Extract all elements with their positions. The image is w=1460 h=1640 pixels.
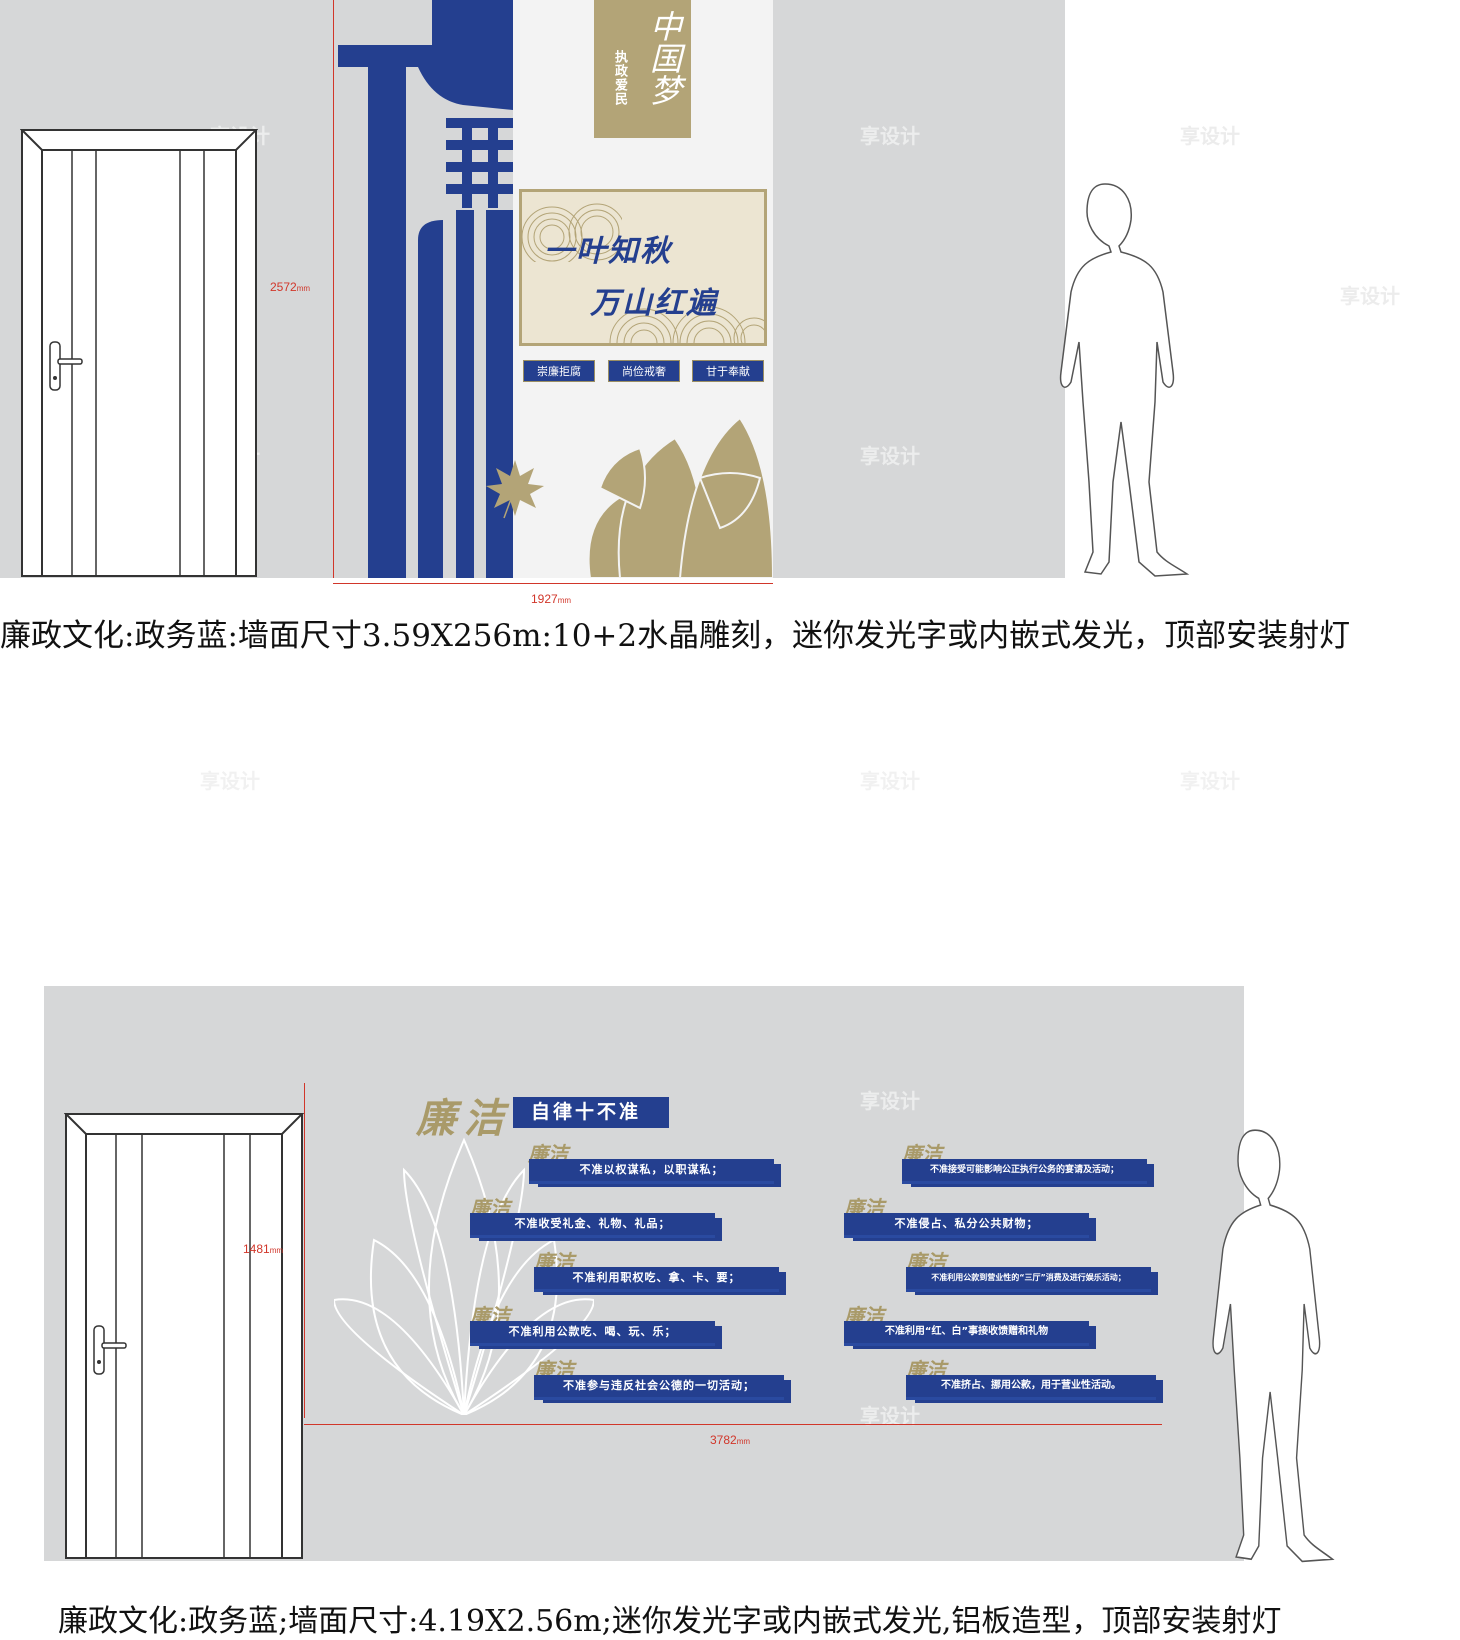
rule-item: 不准以权谋私，以职谋私； (529, 1159, 774, 1184)
watermark: 享设计 (860, 1089, 920, 1113)
watermark: 享设计 (860, 1564, 920, 1588)
badge-subtitle: 执政爱民 (612, 50, 627, 106)
person-silhouette-icon (1059, 183, 1190, 577)
watermark: 享设计 (860, 769, 920, 793)
height-value: 2572 (270, 280, 297, 294)
watermark: 享设计 (860, 124, 920, 148)
height-unit: mm (269, 1246, 284, 1255)
rule-item: 不准参与违反社会公德的一切活动； (534, 1375, 784, 1400)
width-dimension-line (304, 1424, 1162, 1425)
height-dimension: 1481mm (243, 1242, 283, 1256)
width-value: 3782 (710, 1433, 737, 1447)
calligraphy-panel: 一叶知秋 万山红遍 (519, 189, 767, 346)
width-unit: mm (557, 596, 572, 605)
motto-tag: 崇廉拒腐 (523, 360, 595, 382)
chinese-dream-badge: 中国梦 执政爱民 (594, 0, 691, 138)
rule-item: 不准利用公款吃、喝、玩、乐； (470, 1321, 715, 1346)
rule-item: 不准利用“红、白”事接收馈赠和礼物 (844, 1321, 1089, 1346)
watermark: 享设计 (200, 769, 260, 793)
width-value: 1927 (531, 592, 558, 606)
maple-leaf-icon (486, 460, 544, 519)
height-dimension-line (333, 0, 334, 578)
door-drawing (19, 129, 259, 577)
height-dimension: 2572mm (270, 280, 310, 294)
door (19, 128, 259, 578)
watermark: 享设计 (1180, 769, 1240, 793)
rule-item: 不准收受礼金、礼物、礼品； (470, 1213, 715, 1238)
heading-subtitle: 自律十不准 (513, 1097, 669, 1128)
wave-pattern-icon (522, 203, 622, 262)
lian-shape-drawing (338, 0, 513, 578)
height-value: 1481 (243, 1242, 270, 1256)
width-dimension: 1927mm (531, 592, 571, 606)
heading-title: 廉洁 (416, 1095, 512, 1142)
height-unit: mm (296, 284, 311, 293)
rule-item: 不准利用职权吃、拿、卡、要； (534, 1267, 779, 1292)
badge-title: 中国梦 (645, 10, 683, 106)
calligraphy-line-2: 万山红遍 (590, 286, 718, 321)
width-dimension-line (333, 583, 773, 584)
bottom-caption: 廉政文化:政务蓝;墙面尺寸:4.19X2.56m;迷你发光字或内嵌式发光,铝板造… (58, 1604, 1282, 1639)
watermark: 享设计 (860, 444, 920, 468)
lotus-icon (587, 418, 773, 578)
top-caption: 廉政文化:政务蓝:墙面尺寸3.59X256m:10+2水晶雕刻，迷你发光字或内嵌… (0, 618, 1351, 654)
rule-item: 不准挤占、挪用公款，用于营业性活动。 (906, 1375, 1156, 1400)
person-silhouette-icon (1212, 1129, 1335, 1563)
motto-tag: 尚俭戒奢 (608, 360, 680, 382)
width-dimension: 3782mm (710, 1433, 750, 1447)
rule-item: 不准侵占、私分公共财物； (844, 1213, 1089, 1238)
calligraphy-line-1: 一叶知秋 (544, 234, 672, 269)
motto-tag: 甘于奉献 (692, 360, 764, 382)
rule-item: 不准接受可能影响公正执行公务的宴请及活动； (902, 1159, 1147, 1184)
height-dimension-line (304, 1083, 305, 1418)
lian-character-shape (338, 0, 513, 578)
width-unit: mm (736, 1437, 751, 1446)
watermark: 享设计 (1340, 284, 1400, 308)
door-drawing (63, 1113, 305, 1559)
door (63, 1112, 305, 1560)
wave-pattern-icon (609, 306, 764, 343)
rule-item: 不准利用公款到营业性的“三厅”消费及进行娱乐活动； (906, 1267, 1151, 1292)
watermark: 享设计 (1180, 124, 1240, 148)
